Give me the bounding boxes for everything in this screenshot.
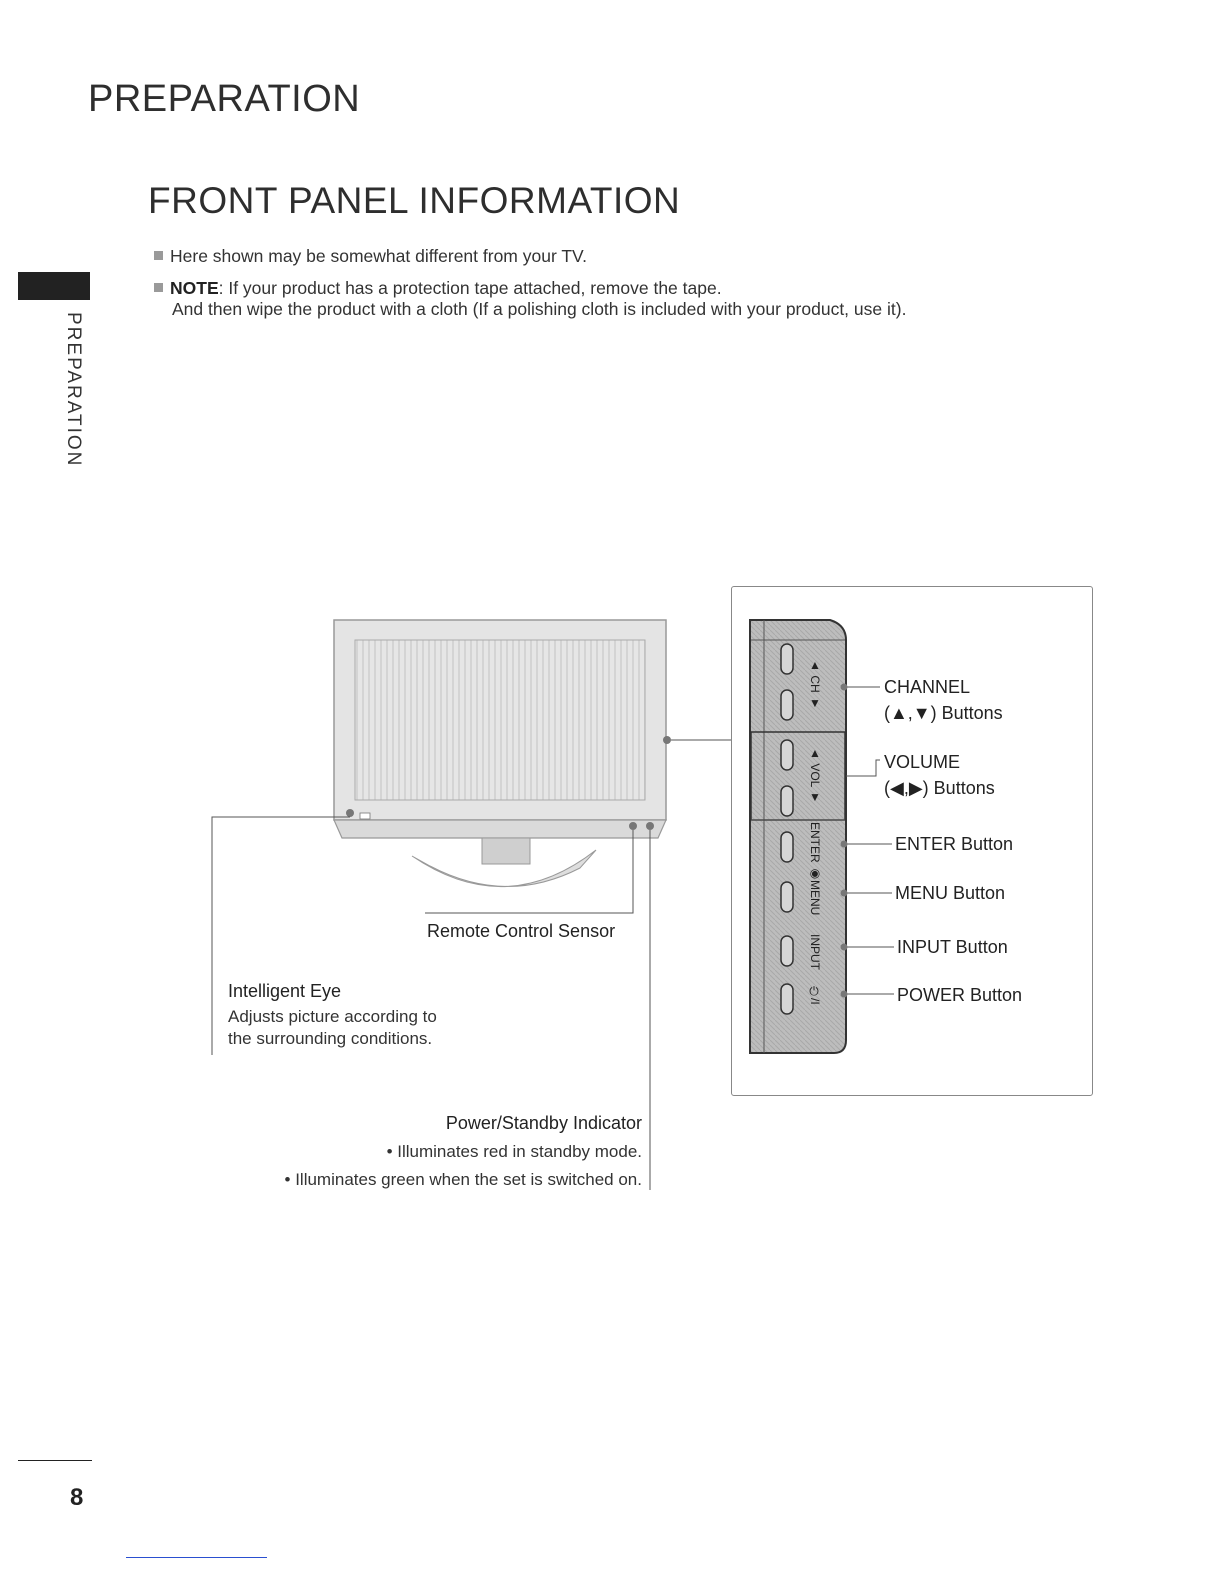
remote-sensor-label: Remote Control Sensor [427, 921, 616, 941]
side-control-strip [749, 619, 847, 1054]
intelligent-eye-dot [346, 809, 354, 817]
page-rule [18, 1460, 92, 1461]
note-bullet-2: NOTE: If your product has a protection t… [154, 278, 722, 299]
volume-down-key[interactable] [780, 785, 794, 817]
tv-set [333, 619, 667, 888]
bullet-square-icon [154, 283, 163, 292]
enter-button-label: ENTER Button [895, 834, 1014, 854]
channel-label: CHANNEL [884, 677, 971, 697]
side-panel-frame [731, 586, 1093, 1096]
menu-key[interactable] [780, 881, 794, 913]
power-indicator-line2: • Illuminates green when the set is swit… [284, 1170, 642, 1189]
side-tab-marker [18, 272, 90, 300]
channel-keys-label: (▲,▼) Buttons [884, 703, 1003, 723]
input-button-label: INPUT Button [897, 937, 1008, 957]
bullet-square-icon [154, 251, 163, 260]
page-number: 8 [70, 1484, 84, 1511]
menu-button-label: MENU Button [895, 883, 1006, 903]
strip-label-power: ⏻/I [808, 986, 822, 1005]
power-indicator-title: Power/Standby Indicator [445, 1113, 642, 1133]
page-title: FRONT PANEL INFORMATION [148, 180, 681, 221]
power-indicator-dot [646, 822, 654, 830]
enter-key[interactable] [780, 831, 794, 863]
note-text: : If your product has a protection tape … [218, 278, 722, 298]
note-continuation: And then wipe the product with a cloth (… [172, 299, 907, 319]
strip-label-menu: MENU [808, 880, 822, 916]
volume-keys-label: (◀,▶) Buttons [884, 778, 995, 798]
volume-leader [846, 759, 880, 777]
remote-sensor-dot [629, 822, 637, 830]
strip-label-ch: ▲ CH ▼ [808, 658, 822, 710]
strip-label-input: INPUT [808, 934, 822, 970]
channel-up-key[interactable] [780, 643, 794, 675]
note-bullet-1-text: Here shown may be somewhat different fro… [170, 246, 587, 266]
channel-down-key[interactable] [780, 689, 794, 721]
bottom-blue-rule [126, 1557, 267, 1558]
remote-sensor-leader [425, 830, 634, 914]
power-button-label: POWER Button [897, 985, 1023, 1005]
side-panel-dot [663, 736, 671, 744]
intelligent-eye-line2: the surrounding conditions. [228, 1029, 433, 1048]
input-key[interactable] [780, 935, 794, 967]
volume-up-key[interactable] [780, 739, 794, 771]
note-label: NOTE [170, 278, 219, 298]
intelligent-eye-line1: Adjusts picture according to [228, 1007, 437, 1026]
power-key[interactable] [780, 983, 794, 1015]
note-bullet-1: Here shown may be somewhat different fro… [154, 246, 587, 267]
power-indicator-line1: • Illuminates red in standby mode. [386, 1142, 642, 1161]
strip-label-vol: ▲ VOL ▼ [808, 746, 822, 805]
intelligent-eye-title: Intelligent Eye [228, 981, 342, 1001]
intelligent-eye-leader [211, 816, 350, 1055]
section-heading: PREPARATION [88, 78, 361, 120]
volume-label: VOLUME [884, 752, 961, 772]
side-tab-label: PREPARATION [63, 312, 84, 468]
strip-label-enter: ENTER ◉ [808, 822, 822, 881]
